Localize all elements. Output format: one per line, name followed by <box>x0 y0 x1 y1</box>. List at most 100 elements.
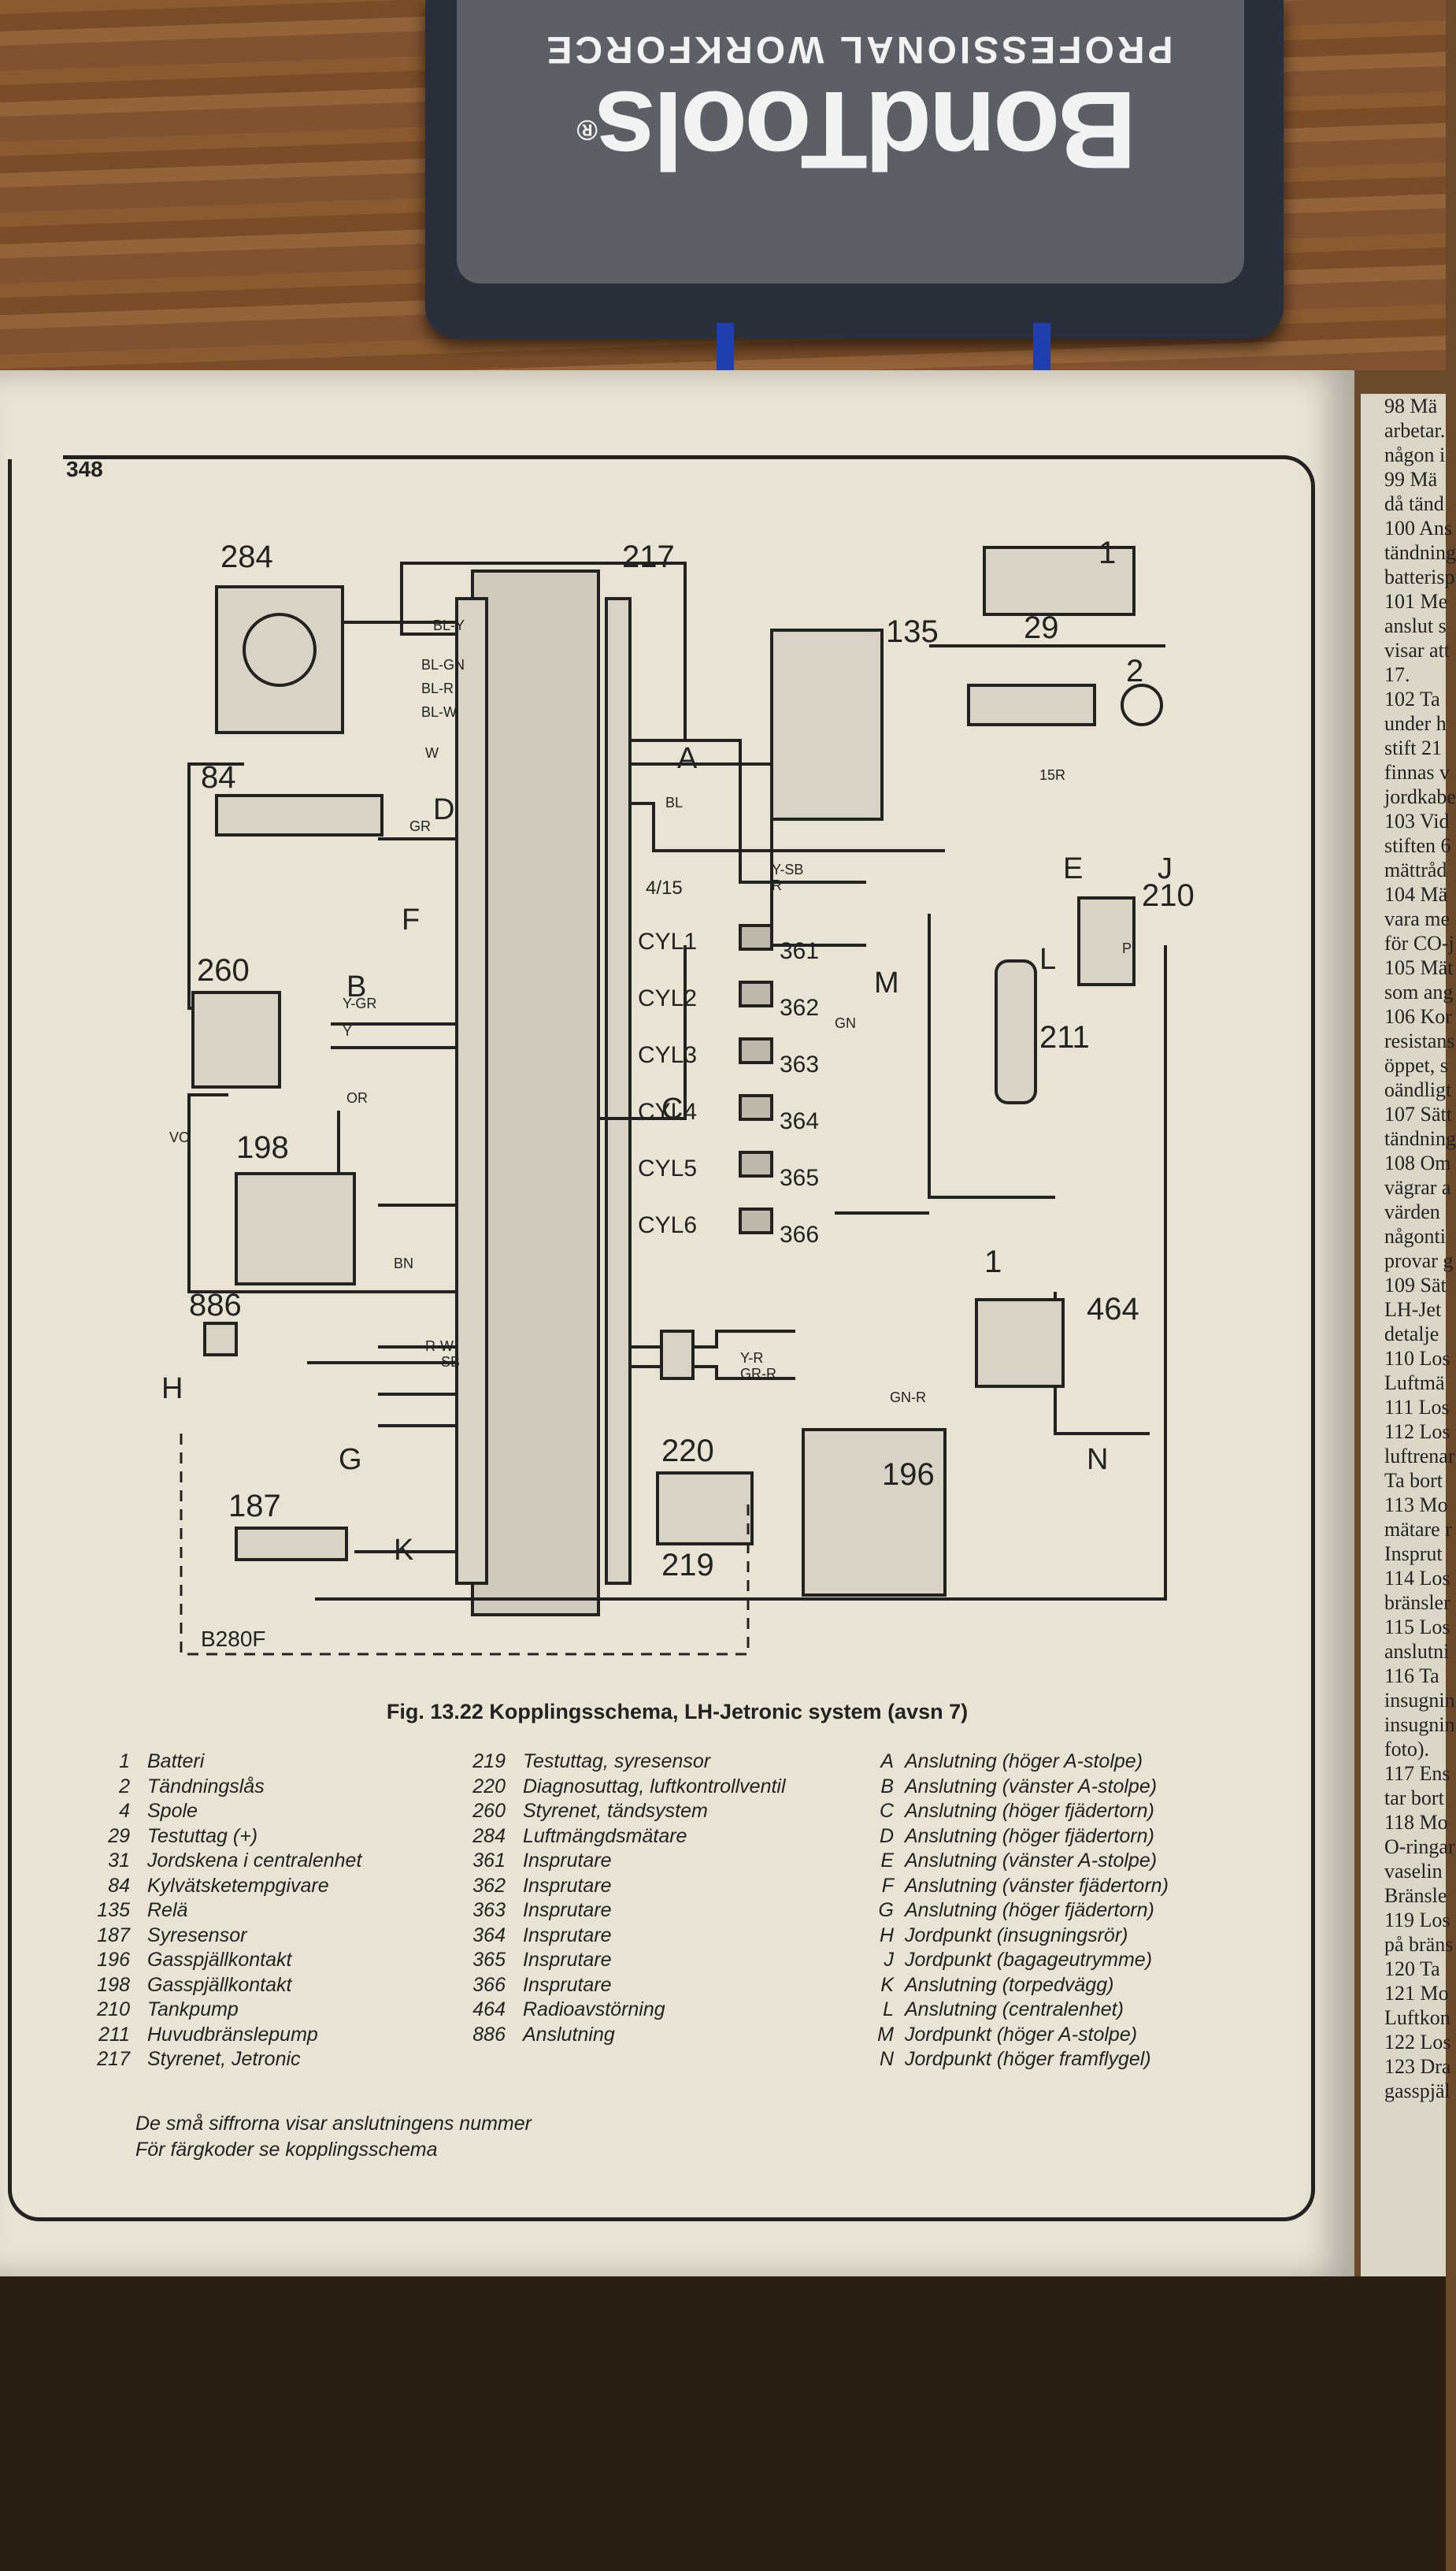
connector-legend-description: Anslutning (vänster A-stolpe) <box>905 1849 1158 1872</box>
legend-description: Luftmängdsmätare <box>523 1824 687 1847</box>
injector-icon <box>739 1094 773 1121</box>
component-number: 219 <box>661 1548 714 1582</box>
component-number: 211 <box>1039 1020 1090 1055</box>
injector-icon <box>739 1151 773 1178</box>
connector-legend-number: G <box>878 1899 894 1921</box>
legend-number: 886 <box>472 2023 506 2046</box>
wire-color-label: BN <box>394 1256 413 1271</box>
component-number: 217 <box>622 540 675 574</box>
adjacent-page-text: då tänd <box>1384 492 1444 515</box>
connector-legend-number: J <box>884 1949 895 1971</box>
adjacent-page-text: 123 Dra <box>1384 2055 1451 2078</box>
injector-icon <box>739 1208 773 1234</box>
component-number: 2 <box>1126 654 1143 688</box>
legend-number: 4 <box>119 1800 130 1822</box>
adjacent-page-text: 103 Vid <box>1384 810 1450 833</box>
legend-number: 198 <box>97 1973 130 1996</box>
wire-color-label: GN-R <box>890 1389 926 1405</box>
legend-number: 31 <box>108 1849 130 1872</box>
legend-description: Insprutare <box>523 1899 612 1921</box>
wire-color-label: W <box>425 745 439 761</box>
adjacent-page-text: oändligt <box>1384 1078 1452 1101</box>
connector-letter: A <box>677 742 698 775</box>
wire-color-label: R <box>772 877 782 893</box>
legend-number: 284 <box>472 1824 506 1847</box>
connector-legend-description: Anslutning (höger fjädertorn) <box>905 1899 1154 1921</box>
adjacent-page-text: 114 Los <box>1384 1567 1450 1590</box>
adjacent-page-text: någon i <box>1384 443 1446 466</box>
legend-number: 361 <box>472 1849 506 1872</box>
adjacent-page-text: vaselin <box>1384 1860 1443 1883</box>
adjacent-page-text: 109 Sät <box>1384 1274 1447 1297</box>
adjacent-page-text: 118 Mo <box>1384 1811 1448 1834</box>
injector-icon <box>739 1037 773 1064</box>
adjacent-page-text: för CO-j <box>1384 932 1454 955</box>
connector-legend-description: Jordpunkt (insugningsrör) <box>905 1924 1128 1946</box>
component-number: 84 <box>201 760 236 795</box>
legend-description: Relä <box>147 1899 188 1921</box>
adjacent-page-text: finnas v <box>1384 761 1450 784</box>
legend-number: 210 <box>97 1998 130 2020</box>
adjacent-page-text: tar bort <box>1384 1786 1444 1809</box>
legend-description: Testuttag (+) <box>147 1824 258 1847</box>
adjacent-page-text: Bränsle <box>1384 1884 1447 1907</box>
connector-letter: J <box>1158 852 1173 885</box>
tool-case: BondTools® PROFESSIONAL WORKFORCE <box>425 0 1284 339</box>
footnote-color-codes: För färgkoder se kopplingsschema <box>135 2139 438 2161</box>
connector-legend-description: Jordpunkt (bagageutrymme) <box>905 1949 1153 1971</box>
injector-number: 361 <box>780 938 819 964</box>
connector-legend-number: K <box>880 1973 894 1996</box>
component-number: 210 <box>1142 878 1195 913</box>
legend-description: Spole <box>147 1800 198 1822</box>
adjacent-page-text: 121 Mo <box>1384 1982 1449 2005</box>
component-number: 1 <box>1098 536 1116 570</box>
cylinder-label: CYL1 <box>638 929 697 955</box>
wire-color-label: R-W <box>425 1338 454 1354</box>
adjacent-page-text: under h <box>1384 712 1447 735</box>
adjacent-page-text: 101 Me <box>1384 590 1448 613</box>
wire-color-label: 15R <box>1039 767 1065 783</box>
legend-description: Gasspjällkontakt <box>147 1973 292 1996</box>
cylinder-label: CYL2 <box>638 985 697 1011</box>
adjacent-page-text: 98 Mä <box>1384 395 1438 417</box>
footnote-connector-numbers: De små siffrorna visar anslutningens num… <box>135 2113 532 2135</box>
connector-legend-description: Jordpunkt (höger A-stolpe) <box>905 2023 1138 2046</box>
adjacent-page-text: insugnin <box>1384 1689 1455 1712</box>
adjacent-page-text: 99 Mä <box>1384 468 1438 491</box>
wire-color-label: BL-GN <box>421 657 465 673</box>
legend-description: Insprutare <box>523 1874 612 1897</box>
wire-color-label: Y <box>343 1023 352 1039</box>
component-number: 198 <box>236 1130 289 1165</box>
engine-label: B280F <box>201 1627 266 1651</box>
cylinder-label: CYL4 <box>638 1099 697 1125</box>
legend-number: 220 <box>472 1775 506 1797</box>
connector-legend-number: F <box>881 1874 894 1897</box>
adjacent-page-text: 122 Los <box>1384 2031 1451 2053</box>
wire-color-label: BL-W <box>421 704 457 720</box>
brand-name: BondTools <box>597 69 1137 192</box>
adjacent-page-text: jordkabe <box>1384 785 1456 808</box>
injector-icon <box>739 981 773 1007</box>
legend-number: 364 <box>472 1924 506 1946</box>
connector-legend-description: Jordpunkt (höger framflygel) <box>905 2048 1151 2070</box>
adjacent-page-text: 112 Los <box>1384 1420 1450 1443</box>
adjacent-page-text: 106 Kor <box>1384 1005 1452 1028</box>
adjacent-page-text: mättråd <box>1384 859 1447 881</box>
connector-letter: G <box>339 1443 362 1476</box>
connector-letter: M <box>874 966 899 1000</box>
legend-number: 84 <box>108 1874 130 1897</box>
connector-legend-number: M <box>877 2023 894 2046</box>
connector-legend-item: J Jordpunkt (bagageutrymme) <box>870 1949 1169 1974</box>
